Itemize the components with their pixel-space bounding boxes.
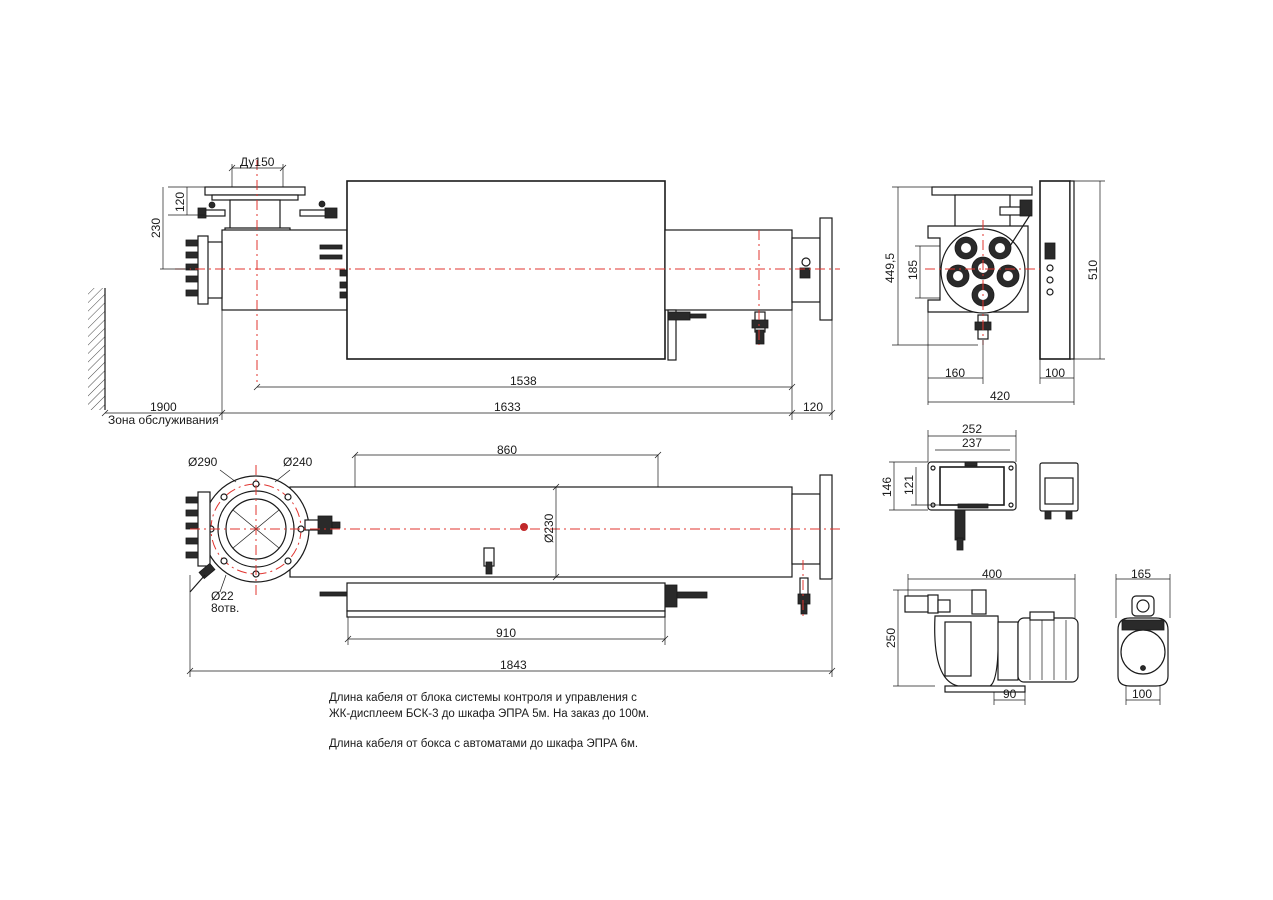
dim-120-flange: 120	[803, 400, 823, 414]
dim-1843: 1843	[500, 658, 527, 672]
dim-910: 910	[496, 626, 516, 640]
cable-note-breaker-box: Длина кабеля от бокса с автоматами до шк…	[329, 736, 638, 752]
dim-100-side: 100	[1045, 366, 1065, 380]
dim-1633: 1633	[494, 400, 521, 414]
dim-237: 237	[962, 436, 982, 450]
dim-phi22: Ø22	[211, 589, 234, 603]
top-lamp-connectors	[185, 496, 199, 559]
center-mark-icon	[520, 523, 528, 531]
dim-146: 146	[880, 477, 894, 497]
side-view: 449,5 185 510 160 100 420	[883, 180, 1105, 405]
top-view: 860 Ø230 910 1843 Ø290 Ø240 Ø22 8отв.	[185, 443, 840, 677]
dim-121: 121	[902, 475, 916, 495]
dim-250: 250	[884, 628, 898, 648]
dim-90: 90	[1003, 687, 1017, 701]
left-chamber	[221, 229, 348, 311]
wall-hatch	[88, 288, 105, 410]
pump-view: 400 250 90 165 100	[884, 567, 1171, 705]
dim-holes: 8отв.	[211, 601, 239, 615]
dim-420: 420	[990, 389, 1010, 403]
dim-1900: 1900	[150, 400, 177, 414]
uv-tube	[664, 229, 793, 311]
lamp-connectors	[185, 239, 199, 297]
dim-1538: 1538	[510, 374, 537, 388]
cable-note-bsk3: Длина кабеля от блока системы контроля и…	[329, 690, 649, 722]
top-drain-valve	[189, 562, 216, 593]
pump-motor	[1017, 617, 1079, 683]
note-line-3: Длина кабеля от бокса с автоматами до шк…	[329, 738, 639, 750]
dim-510: 510	[1086, 260, 1100, 280]
inlet-valves	[197, 200, 338, 219]
dim-252: 252	[962, 422, 982, 436]
top-cabinet	[346, 582, 666, 612]
dim-165: 165	[1131, 567, 1151, 581]
dim-120-top: 120	[173, 192, 187, 212]
dim-100-pump: 100	[1132, 687, 1152, 701]
dim-230: 230	[149, 218, 163, 238]
dim-185: 185	[906, 260, 920, 280]
dim-860: 860	[497, 443, 517, 457]
dim-phi240: Ø240	[283, 455, 313, 469]
left-side-connectors	[319, 244, 349, 299]
top-tube	[289, 486, 793, 578]
control-panel-view: 252 237 146 121	[880, 422, 1079, 551]
dim-449-5: 449,5	[883, 253, 897, 283]
dim-phi230: Ø230	[542, 513, 556, 543]
epra-cabinet	[346, 180, 666, 360]
note-line-1: Длина кабеля от блока системы контроля и…	[329, 692, 637, 704]
service-zone-label: Зона обслуживания	[108, 413, 219, 427]
dim-400: 400	[982, 567, 1002, 581]
dim-160: 160	[945, 366, 965, 380]
note-line-2: ЖК-дисплеем БСК-3 до шкафа ЭПРА 5м. На з…	[329, 708, 650, 720]
front-view: Ду150 120 230 1538 1900 1633 120 Зона об…	[88, 155, 840, 427]
dim-du150: Ду150	[240, 155, 275, 169]
dim-phi290: Ø290	[188, 455, 218, 469]
